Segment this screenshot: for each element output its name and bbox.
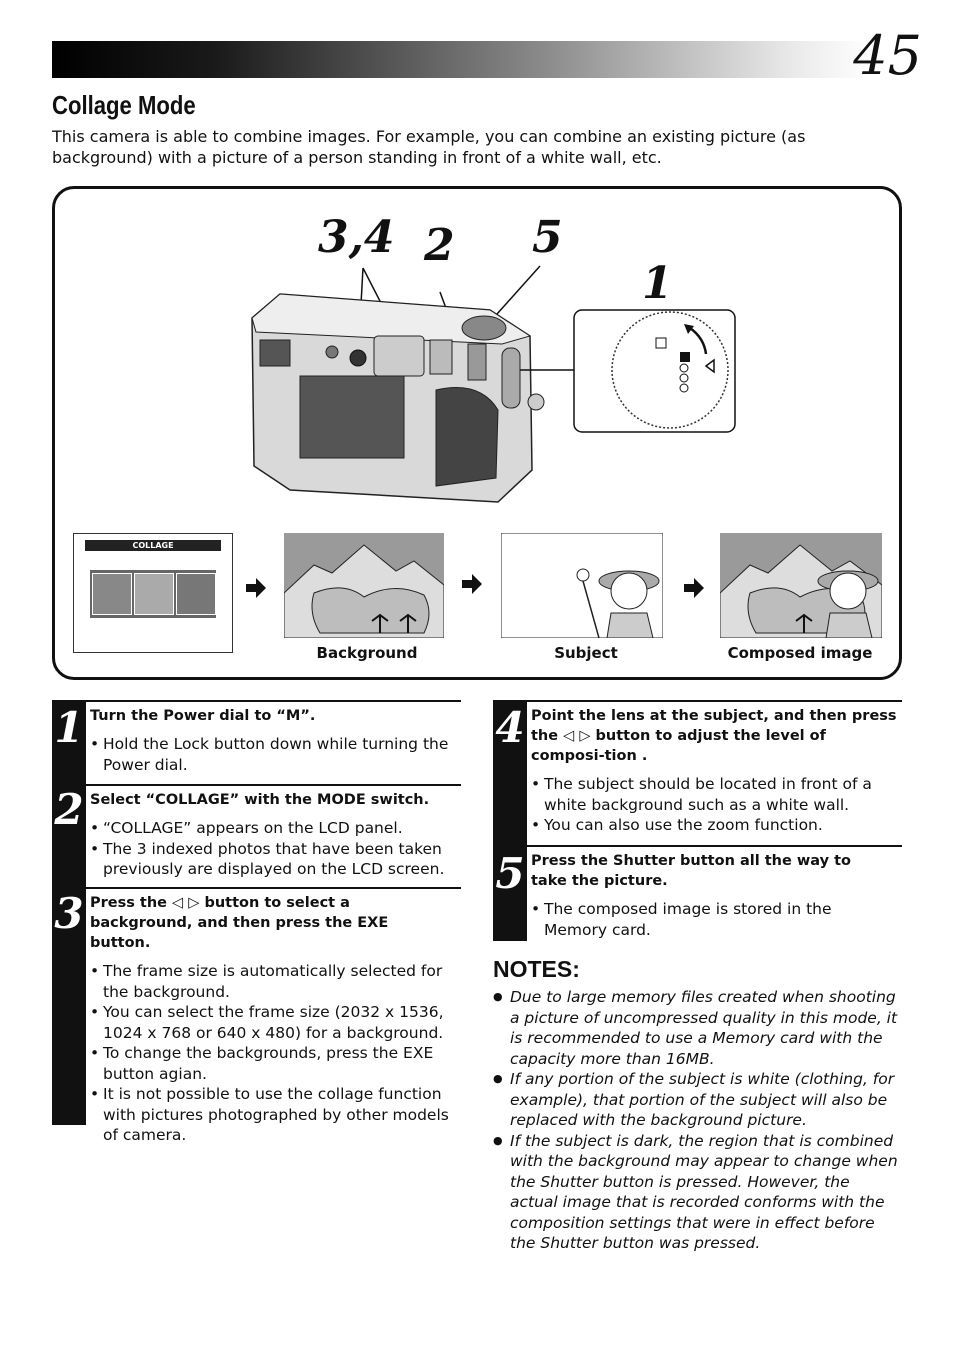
step-3-heading: Press the ◁ ▷ button to select a backgro…: [90, 895, 389, 951]
intro-text: This camera is able to combine images. F…: [52, 127, 806, 167]
step-bar-left: [52, 700, 86, 1125]
callout-1: 1: [642, 258, 673, 309]
divider: [86, 700, 461, 702]
step-3-bullet: To change the backgrounds, press the EXE…: [90, 1043, 452, 1084]
step-3-number: 3: [54, 889, 84, 938]
notes-title: NOTES:: [493, 956, 580, 982]
header-bar: [52, 41, 870, 78]
step-1-number: 1: [54, 703, 84, 752]
step-3-bullet: The frame size is automatically selected…: [90, 961, 452, 1002]
step-2-number: 2: [54, 785, 84, 834]
step-4-bullet: You can also use the zoom function.: [531, 815, 899, 836]
step-4-number: 4: [495, 703, 525, 752]
caption-composed-image: Composed image: [727, 644, 873, 662]
notes-list: Due to large memory files created when s…: [493, 987, 901, 1254]
power-dial-inset: [520, 309, 736, 433]
divider: [86, 887, 461, 889]
step-5-bullet: The composed image is stored in the Memo…: [531, 899, 891, 940]
divider: [527, 700, 902, 702]
step-1-heading: Turn the Power dial to “M”.: [90, 708, 316, 724]
lcd-thumbnails: [90, 570, 216, 618]
page-title: Collage Mode: [52, 90, 196, 120]
step-2: Select “COLLAGE” with the MODE switch. “…: [90, 790, 458, 880]
step-5-heading: Press the Shutter button all the way to …: [531, 853, 851, 889]
lcd-collage-label: COLLAGE: [85, 540, 221, 551]
page-number: 45: [853, 24, 922, 87]
divider: [86, 784, 461, 786]
step-4: Point the lens at the subject, and then …: [531, 706, 899, 836]
arrow-right-icon: [246, 578, 266, 598]
step-2-bullet: The 3 indexed photos that have been take…: [90, 839, 458, 880]
step-1: Turn the Power dial to “M”. Hold the Loc…: [90, 706, 458, 775]
step-2-bullet: “COLLAGE” appears on the LCD panel.: [90, 818, 458, 839]
note-item: Due to large memory files created when s…: [493, 987, 901, 1069]
step-5-number: 5: [495, 849, 525, 898]
step-4-heading: Point the lens at the subject, and then …: [531, 708, 897, 764]
step-3-bullet: You can select the frame size (2032 x 15…: [90, 1002, 452, 1043]
composed-image: [720, 533, 882, 638]
lcd-collage-preview: COLLAGE: [73, 533, 233, 653]
step-1-bullet: Hold the Lock button down while turning …: [90, 734, 458, 775]
step-2-heading: Select “COLLAGE” with the MODE switch.: [90, 792, 430, 808]
step-3: Press the ◁ ▷ button to select a backgro…: [90, 893, 452, 1146]
background-image: [284, 533, 444, 638]
caption-background: Background: [316, 644, 418, 662]
step-3-bullet: It is not possible to use the collage fu…: [90, 1084, 452, 1146]
arrow-right-icon: [462, 574, 482, 594]
callout-5: 5: [532, 212, 563, 263]
diagram-box: [52, 186, 902, 680]
step-5: Press the Shutter button all the way to …: [531, 851, 891, 940]
camera-illustration: [251, 265, 545, 503]
arrow-right-icon: [684, 578, 704, 598]
divider: [527, 845, 902, 847]
callout-3-4: 3,4: [318, 212, 395, 263]
caption-subject: Subject: [554, 644, 618, 662]
callout-2: 2: [424, 220, 455, 271]
step-4-bullet: The subject should be located in front o…: [531, 774, 899, 815]
note-item: If the subject is dark, the region that …: [493, 1131, 901, 1254]
note-item: If any portion of the subject is white (…: [493, 1069, 901, 1131]
subject-image: [501, 533, 663, 638]
step-bar-right: [493, 700, 527, 941]
